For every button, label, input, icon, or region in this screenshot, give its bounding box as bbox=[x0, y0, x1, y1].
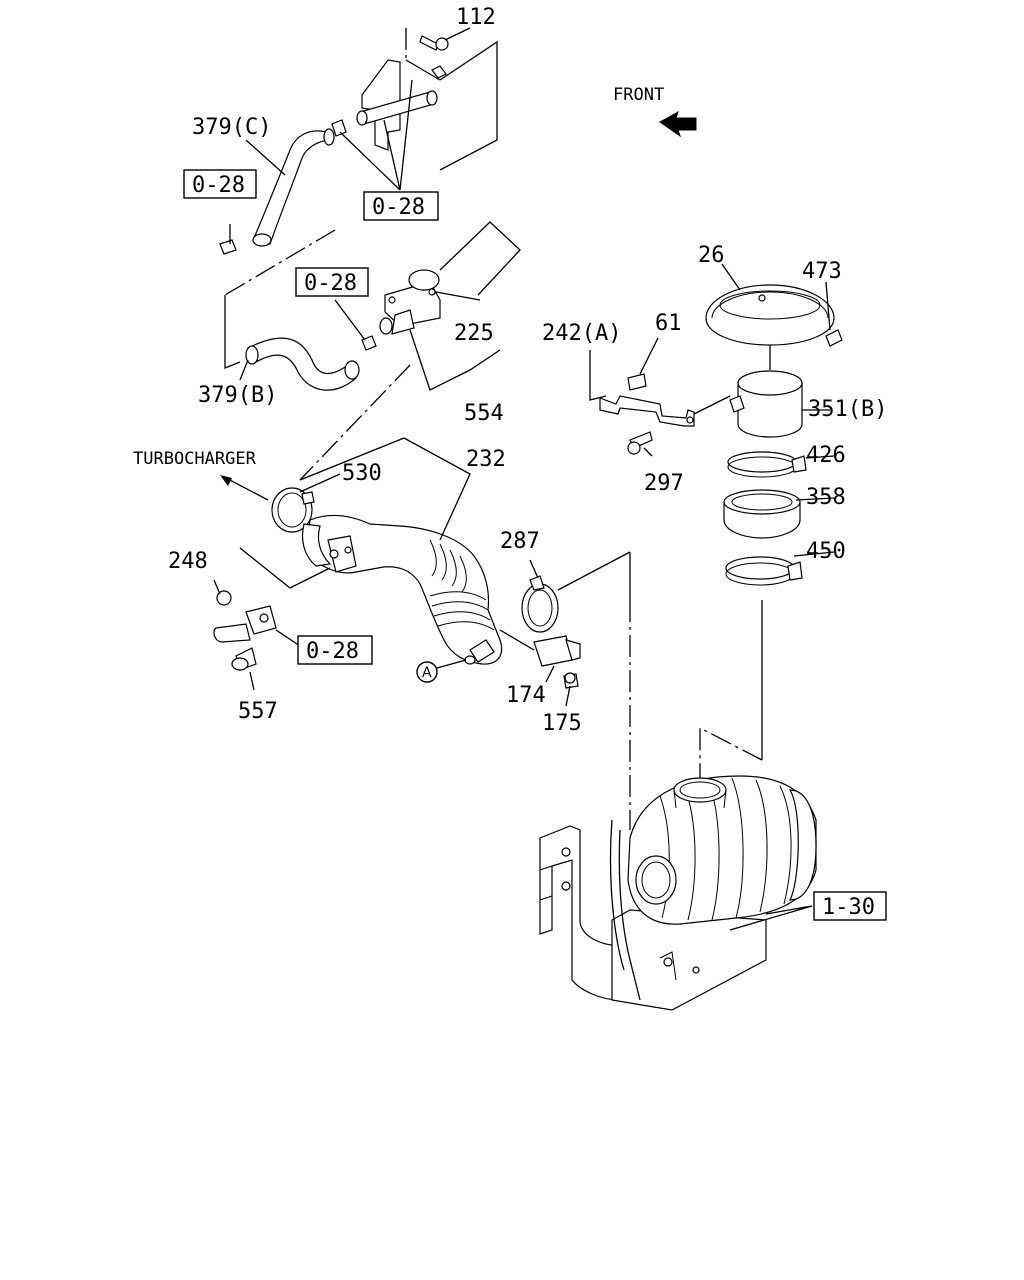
hose-bracket-group bbox=[331, 27, 498, 191]
bracket-242a bbox=[589, 337, 731, 457]
label-351b: 351(B) bbox=[808, 397, 887, 422]
hose-379b bbox=[239, 299, 377, 391]
front-arrow: FRONT bbox=[613, 85, 697, 138]
label-358: 358 bbox=[806, 485, 846, 510]
ref-box-130: 1-30 bbox=[813, 891, 887, 921]
turbocharger-pointer: TURBOCHARGER bbox=[133, 449, 269, 501]
duct-232 bbox=[239, 437, 503, 665]
band-426 bbox=[727, 451, 835, 478]
label-450: 450 bbox=[806, 539, 846, 564]
label-379c: 379(C) bbox=[192, 115, 271, 140]
ref-130-label: 1-30 bbox=[822, 895, 875, 920]
label-26: 26 bbox=[698, 243, 725, 268]
ref-028-a-label: 0-28 bbox=[192, 173, 245, 198]
label-225: 225 bbox=[454, 321, 494, 346]
label-112: 112 bbox=[456, 5, 496, 30]
label-554: 554 bbox=[464, 401, 504, 426]
band-450 bbox=[725, 551, 835, 586]
screw-175 bbox=[563, 672, 579, 707]
front-label: FRONT bbox=[613, 85, 664, 105]
cap-26 bbox=[705, 263, 835, 370]
ref-028-b-label: 0-28 bbox=[372, 195, 425, 220]
sensor-174 bbox=[499, 629, 581, 683]
label-557: 557 bbox=[238, 699, 278, 724]
hose-379c bbox=[219, 128, 335, 255]
label-175: 175 bbox=[542, 711, 582, 736]
label-297: 297 bbox=[644, 471, 684, 496]
nut-473 bbox=[825, 281, 843, 347]
label-174: 174 bbox=[506, 683, 546, 708]
duct-351b bbox=[729, 370, 830, 438]
clamp-530 bbox=[271, 473, 341, 533]
ref-box-028-b: 0-28 bbox=[363, 191, 439, 221]
label-248: 248 bbox=[168, 549, 208, 574]
turbocharger-label: TURBOCHARGER bbox=[133, 449, 257, 469]
ref-box-028-d: 0-28 bbox=[297, 635, 373, 665]
label-61: 61 bbox=[655, 311, 682, 336]
circle-a-marker: A bbox=[416, 659, 467, 683]
air-cleaner-assembly bbox=[539, 775, 817, 1011]
label-242a: 242(A) bbox=[542, 321, 621, 346]
label-426: 426 bbox=[806, 443, 846, 468]
ring-358 bbox=[723, 489, 835, 539]
fitting-554 bbox=[299, 221, 521, 481]
label-232: 232 bbox=[466, 447, 506, 472]
label-530: 530 bbox=[342, 461, 382, 486]
label-287: 287 bbox=[500, 529, 540, 554]
ref-028-c-label: 0-28 bbox=[304, 271, 357, 296]
ref-028-d-label: 0-28 bbox=[306, 639, 359, 664]
clamp-287 bbox=[521, 551, 631, 633]
label-379b: 379(B) bbox=[198, 383, 277, 408]
label-473: 473 bbox=[802, 259, 842, 284]
circle-a-label: A bbox=[422, 665, 432, 681]
ref-box-028-a: 0-28 bbox=[183, 169, 257, 199]
fitting-248-557 bbox=[213, 579, 301, 691]
ref-box-028-c: 0-28 bbox=[295, 267, 369, 297]
